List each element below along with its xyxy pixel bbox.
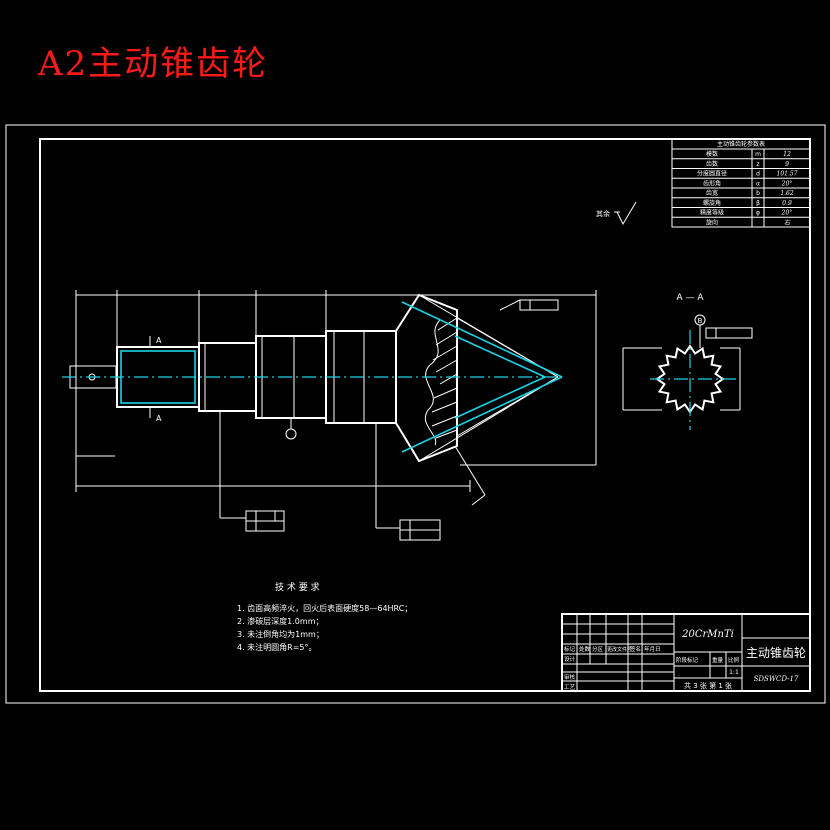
tech-req-heading: 技 术 要 求 [275, 581, 320, 593]
drawing-number-text: SDSWCD-17 [754, 675, 799, 683]
section-view-a-a: A — A B [622, 293, 753, 430]
label-mark: 标记 [564, 645, 576, 653]
param-row-1-col-2: 9 [785, 161, 789, 168]
tech-req-item-1: 1. 齿面高频淬火，回火后表面硬度58—64HRC； [237, 603, 412, 613]
tech-req-item-4: 4. 未注明圆角R=5°。 [237, 642, 317, 652]
dimension-lines [75, 290, 597, 529]
technical-requirements: 技 术 要 求 1. 齿面高频淬火，回火后表面硬度58—64HRC； 2. 渗碳… [237, 581, 412, 652]
label-signature: 签名 [630, 645, 641, 653]
label-stage: 阶段标记 [676, 656, 699, 664]
tech-req-item-3: 3. 未注倒角均为1mm； [237, 629, 324, 639]
param-row-0-col-1: m [755, 151, 761, 158]
param-row-7-col-0: 旋向 [706, 218, 718, 226]
section-mark-bottom: A [156, 414, 162, 423]
param-row-5-col-0: 螺旋角 [703, 199, 721, 207]
part-name-text: 主动锥齿轮 [746, 646, 806, 660]
svg-text:其余: 其余 [596, 209, 610, 218]
param-row-6-col-1: φ [756, 210, 760, 217]
param-row-3-col-1: α [756, 180, 760, 187]
param-row-0-col-2: 12 [783, 151, 791, 158]
label-scale: 比例 [728, 656, 740, 664]
param-row-2-col-0: 分度圆直径 [697, 170, 727, 178]
tolerance-frames [245, 299, 559, 541]
param-row-4-col-0: 齿宽 [706, 189, 718, 197]
label-process: 工艺 [564, 684, 576, 691]
param-row-7-col-2: 右 [784, 218, 791, 226]
param-row-2-col-2: 101.57 [777, 171, 798, 178]
param-row-0-col-0: 模数 [706, 150, 718, 158]
section-mark-top: A [156, 336, 162, 345]
param-row-1-col-0: 齿数 [706, 160, 718, 168]
label-zone: 分区 [592, 645, 604, 653]
label-date: 年月日 [644, 645, 661, 653]
param-row-5-col-1: β [756, 200, 760, 207]
param-row-6-col-2: 20° [781, 210, 793, 217]
label-design: 设计 [564, 655, 576, 663]
section-view-label: A — A [676, 293, 704, 303]
tech-req-item-2: 2. 渗碳层深度1.0mm； [237, 616, 323, 626]
title-block: 20CrMnTi 主动锥齿轮 SDSWCD-17 1:1 共 3 张 第 1 张… [561, 613, 811, 692]
roughness-symbol-global: 其余 [596, 201, 637, 226]
inner-drawing-frame [39, 138, 811, 692]
outer-sheet-border [5, 124, 826, 704]
sheet-info-text: 共 3 张 第 1 张 [684, 681, 732, 690]
label-count: 处数 [579, 645, 591, 653]
hatch-area [431, 317, 458, 439]
param-row-2-col-1: d [756, 171, 760, 178]
label-review: 审核 [564, 673, 576, 681]
material-text: 20CrMnTi [681, 629, 734, 640]
parameter-table-title: 主动锥齿轮参数表 [717, 140, 765, 148]
datum-label: B [698, 317, 703, 325]
scale-text: 1:1 [729, 669, 739, 676]
param-row-6-col-0: 精度等级 [700, 209, 724, 217]
label-change-doc: 更改文件号 [607, 646, 632, 653]
param-row-1-col-1: z [756, 161, 759, 168]
parameter-table: 模数 m 12 齿数 z 9 分度圆直径 d 101.57 齿形角 α 20° 齿宽 b 1.62 螺旋角 β 0… [671, 138, 811, 228]
param-row-3-col-2: 20° [781, 180, 793, 187]
label-weight: 重量 [712, 656, 724, 664]
param-row-5-col-2: 0.9 [782, 200, 792, 207]
param-row-4-col-1: b [756, 190, 760, 197]
shaft-main-view [62, 293, 566, 463]
section-markers: A A [149, 336, 297, 440]
page-title: A2主动锥齿轮 [38, 44, 269, 84]
param-row-4-col-2: 1.62 [780, 190, 794, 197]
param-row-3-col-0: 齿形角 [703, 179, 721, 187]
